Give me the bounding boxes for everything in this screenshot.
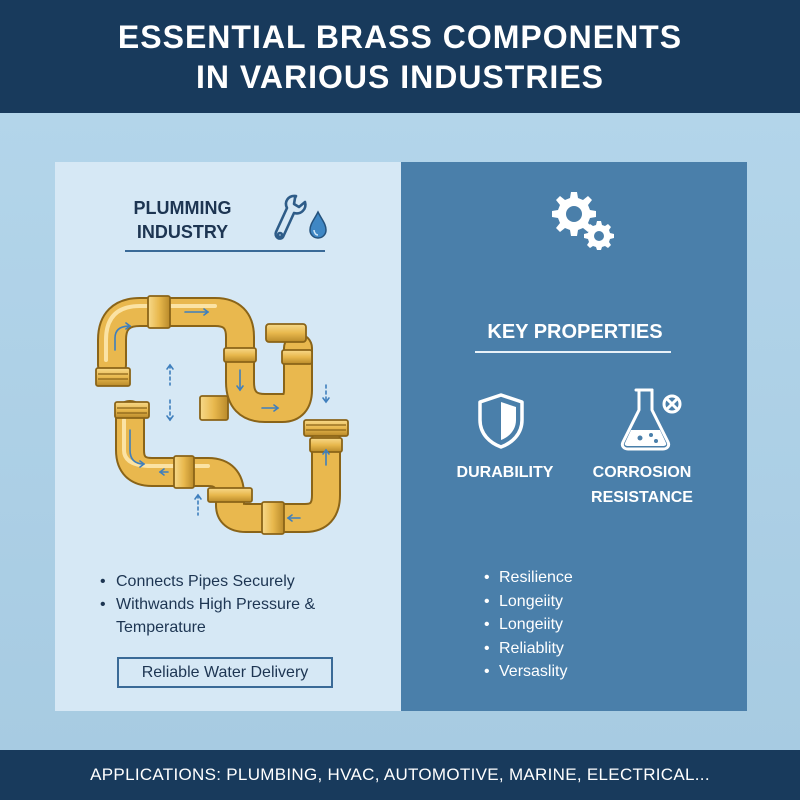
- list-item: Resilience: [482, 566, 702, 590]
- durability-label: DURABILITY: [450, 460, 560, 485]
- gears-icon: [552, 192, 614, 250]
- brass-pipe-fittings-illustration: [95, 295, 349, 535]
- list-item: Withwands High Pressure & Temperature: [98, 593, 388, 639]
- shield-icon: [478, 393, 524, 449]
- corrosion-resistance-label: CORROSION RESISTANCE: [578, 460, 706, 510]
- wrench-icon: [274, 194, 327, 240]
- key-properties-divider: [475, 351, 671, 353]
- page-title-line-2: IN VARIOUS INDUSTRIES: [196, 58, 604, 95]
- durability-label-text: DURABILITY: [456, 464, 554, 481]
- key-properties-title: KEY PROPERTIES: [487, 321, 663, 343]
- plumbing-title-line-2: INDUSTRY: [136, 222, 229, 242]
- plumbing-title-line-1: PLUMMING: [133, 198, 232, 218]
- list-item: Versaslity: [482, 660, 702, 684]
- water-drop-icon: [309, 210, 327, 239]
- page-title-line-1: ESSENTIAL BRASS COMPONENTS: [117, 18, 683, 55]
- list-item: Longeiity: [482, 590, 702, 614]
- list-item: Connects Pipes Securely: [98, 570, 388, 593]
- plumbing-title-divider: [125, 250, 325, 252]
- plumbing-title: PLUMMING INDUSTRY: [95, 196, 270, 244]
- corrosion-label-line-1: CORROSION: [592, 464, 692, 481]
- key-properties-list: Resilience Longeiity Longeiity Reliablit…: [482, 566, 702, 684]
- plumbing-benefits-list: Connects Pipes Securely Withwands High P…: [98, 570, 388, 639]
- list-item: Reliablity: [482, 637, 702, 661]
- list-item: Longeiity: [482, 613, 702, 637]
- corrosion-label-line-2: RESISTANCE: [591, 489, 693, 506]
- applications-footer: APPLICATIONS: PLUMBING, HVAC, AUTOMOTIVE…: [0, 750, 800, 800]
- header-banner: ESSENTIAL BRASS COMPONENTS IN VARIOUS IN…: [0, 0, 800, 113]
- flask-icon: [620, 388, 682, 451]
- reliable-water-delivery-box: Reliable Water Delivery: [117, 657, 333, 688]
